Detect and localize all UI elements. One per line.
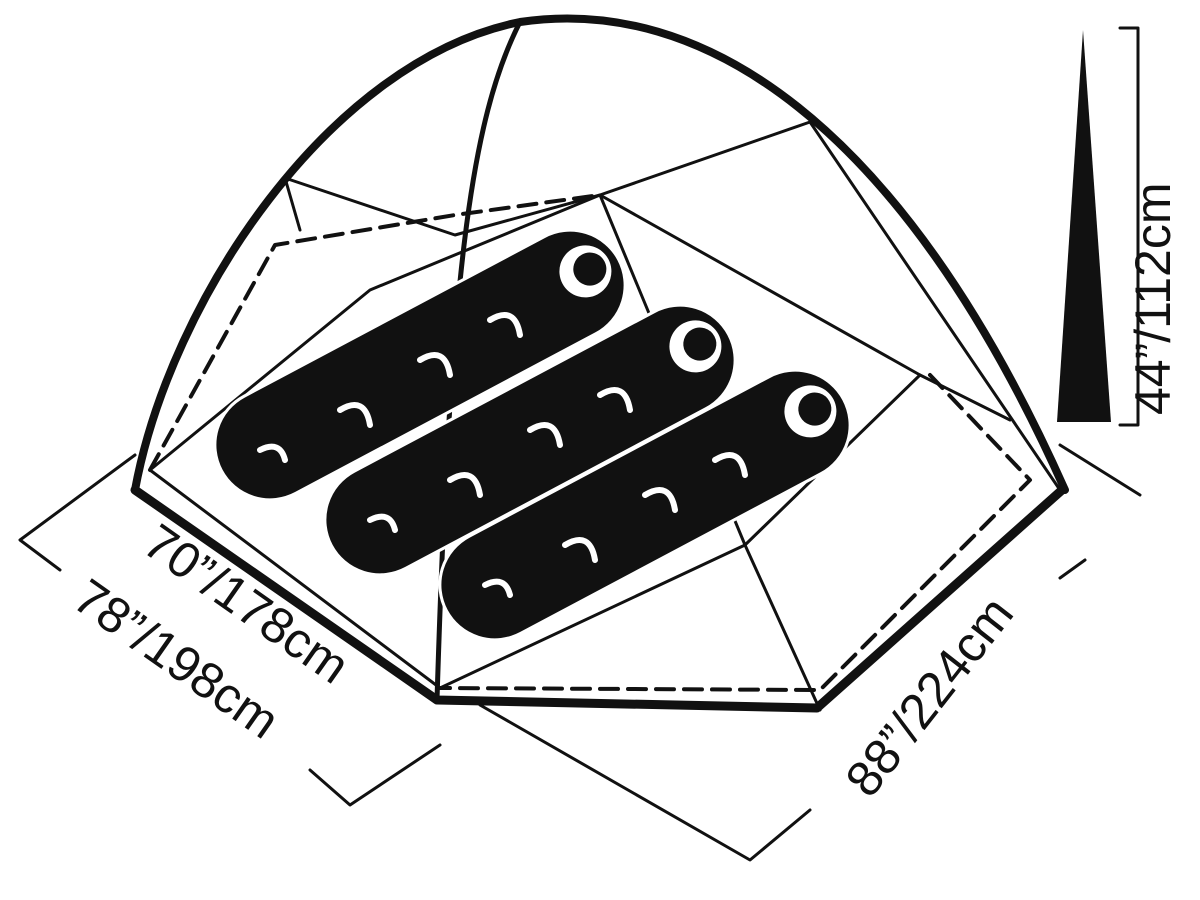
dashed-wall [438, 373, 1032, 692]
door-panel [918, 373, 1012, 422]
height-label: 44”/112cm [1125, 182, 1181, 415]
length-bracket [478, 703, 812, 862]
door-panel [598, 193, 822, 712]
width-bracket [308, 743, 442, 807]
dome-pole-outer [131, 14, 1069, 494]
width-bracket [18, 453, 137, 572]
dashed-wall [148, 193, 602, 472]
fly-seam [808, 120, 1062, 492]
length-label: 88”/224cm [835, 586, 1025, 807]
height-bracket [1118, 26, 1140, 427]
fly-seam [283, 120, 812, 237]
floor-outline [130, 485, 1067, 713]
height-wedge [1057, 30, 1111, 422]
length-bracket [1058, 443, 1142, 580]
fly-seam [283, 176, 302, 232]
